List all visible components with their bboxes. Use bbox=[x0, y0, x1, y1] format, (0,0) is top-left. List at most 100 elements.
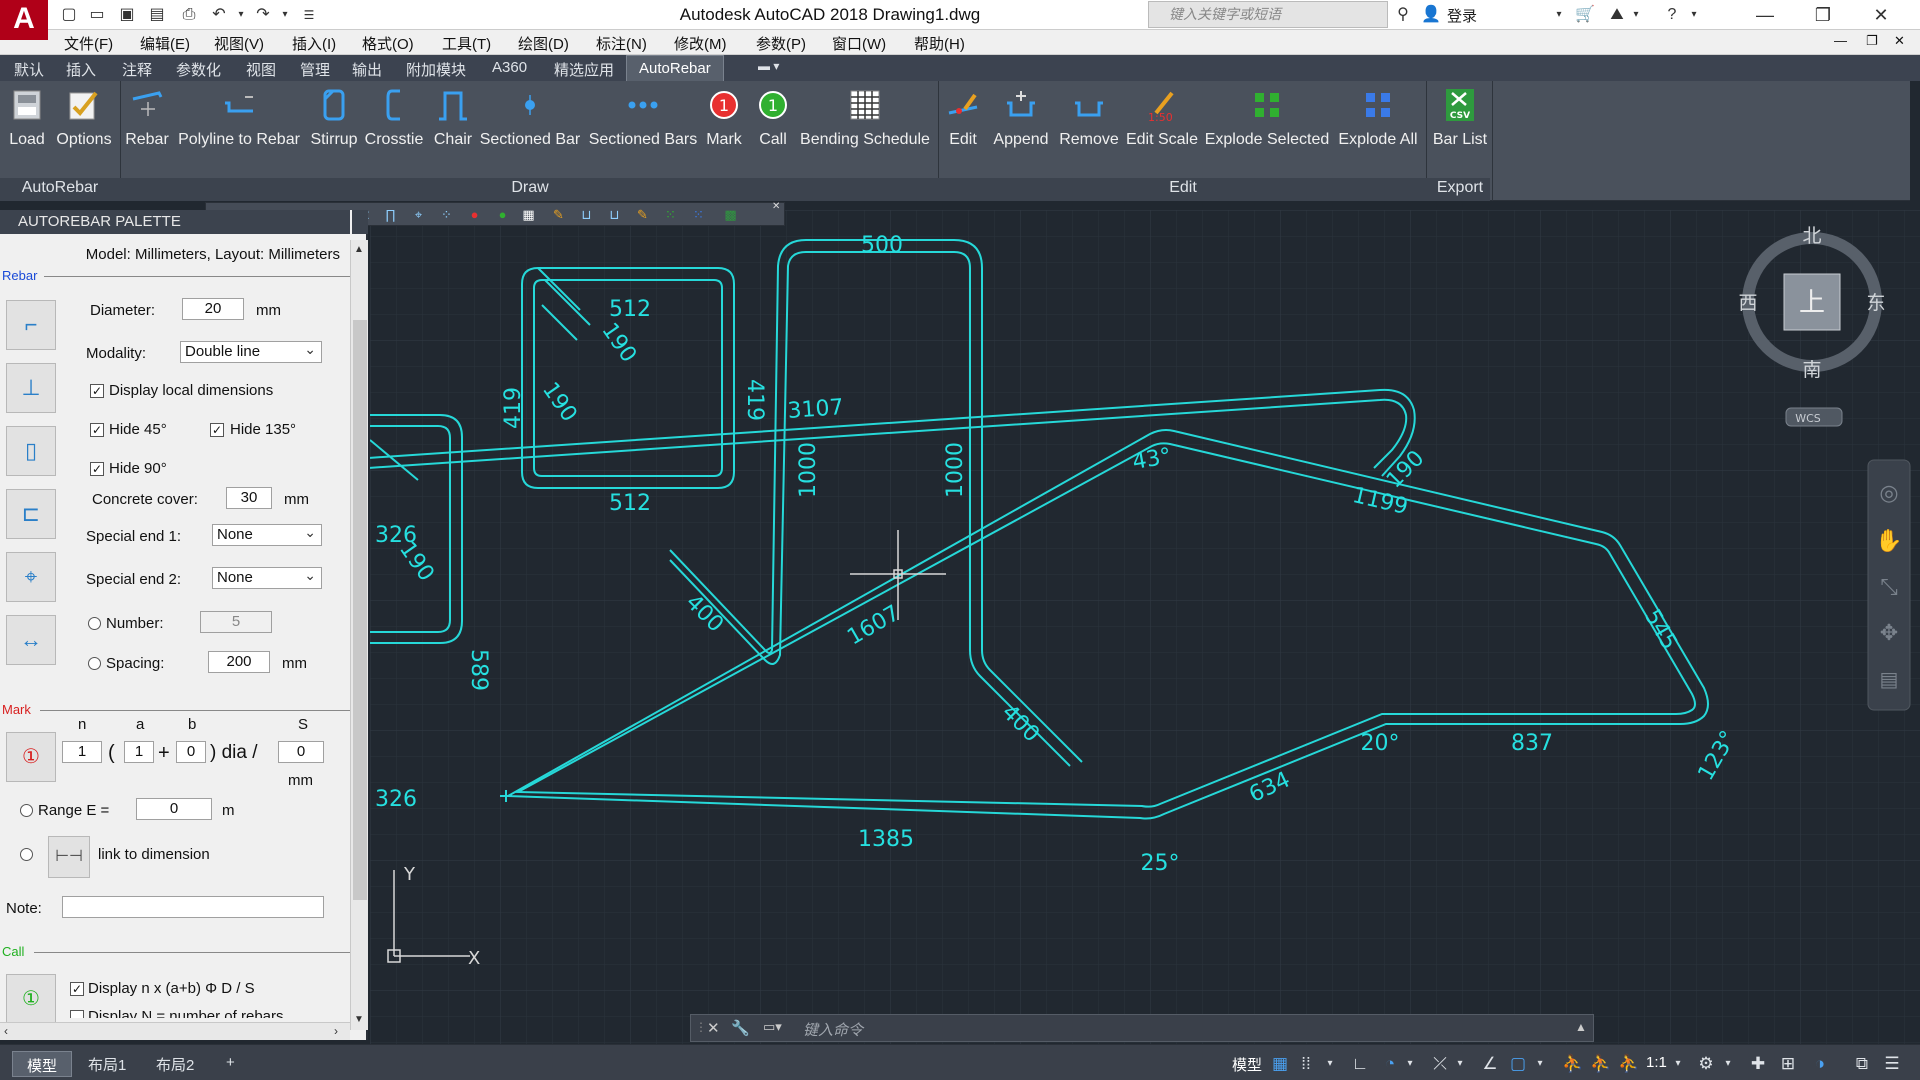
call-display-checkbox[interactable]: ✓ bbox=[70, 982, 84, 996]
explode-all-button[interactable]: Explode All bbox=[1334, 87, 1422, 159]
long-bar-inner[interactable] bbox=[370, 398, 1408, 469]
bar-list-csv-icon[interactable]: ▩ bbox=[724, 207, 737, 222]
menu-window[interactable]: 窗口(W) bbox=[832, 36, 887, 53]
remove-button[interactable]: Remove bbox=[1056, 87, 1122, 159]
customize-qat-icon[interactable]: ☰ bbox=[303, 8, 315, 22]
close-icon[interactable]: ✕ bbox=[1873, 5, 1889, 25]
scroll-right-icon[interactable]: › bbox=[334, 1024, 338, 1038]
tab-default[interactable]: 默认 bbox=[14, 62, 45, 79]
edit-icon[interactable]: ✎ bbox=[553, 207, 564, 222]
compass-east[interactable]: 东 bbox=[1866, 292, 1885, 314]
snap-icon[interactable]: ⁞⁞ bbox=[1301, 1054, 1311, 1073]
search-input[interactable]: 键入关键字或短语 bbox=[1148, 1, 1388, 28]
partial-stirrup[interactable] bbox=[370, 414, 463, 644]
help-icon[interactable]: ? bbox=[1667, 6, 1677, 23]
tab-layout2[interactable]: 布局2 bbox=[156, 1057, 195, 1074]
spacing-radio[interactable] bbox=[88, 657, 101, 670]
a360-dropdown-icon[interactable]: ▾ bbox=[1633, 9, 1639, 20]
palette-mark-button[interactable]: ① bbox=[6, 732, 56, 782]
restore-icon[interactable]: ❐ bbox=[1814, 5, 1832, 25]
range-radio[interactable] bbox=[20, 804, 33, 817]
call-icon[interactable]: ● bbox=[498, 207, 507, 222]
tab-a360[interactable]: A360 bbox=[492, 59, 528, 76]
mark-n-input[interactable]: 1 bbox=[62, 741, 102, 763]
ortho-icon[interactable]: ∟ bbox=[1351, 1054, 1369, 1073]
isodraft-dropdown-icon[interactable]: ▾ bbox=[1457, 1058, 1463, 1069]
explode-selected-icon[interactable]: ⁙ bbox=[665, 207, 676, 222]
compass-north[interactable]: 北 bbox=[1802, 225, 1821, 247]
palette-sectioned-bars-button[interactable]: ↔ bbox=[6, 615, 56, 665]
tab-output[interactable]: 输出 bbox=[352, 62, 383, 79]
modality-select[interactable]: Double line bbox=[180, 339, 322, 363]
mark-icon[interactable]: ● bbox=[470, 207, 479, 222]
scroll-thumb[interactable] bbox=[353, 320, 367, 900]
menu-help[interactable]: 帮助(H) bbox=[914, 36, 965, 53]
mark-button[interactable]: 1 Mark bbox=[700, 87, 748, 159]
mark-b-input[interactable]: 0 bbox=[176, 741, 206, 763]
scale-dropdown-icon[interactable]: ▾ bbox=[1675, 1058, 1681, 1069]
tab-autorebar[interactable]: AutoRebar bbox=[626, 55, 724, 81]
user-icon[interactable]: 👤 bbox=[1421, 6, 1441, 23]
stirrup-outer[interactable] bbox=[521, 267, 735, 489]
annotation-scale-icon[interactable]: ⛹ bbox=[1618, 1054, 1640, 1073]
palette-crosstie-button[interactable]: ⊏ bbox=[6, 489, 56, 539]
u-bar-inner[interactable] bbox=[669, 239, 1083, 763]
bending-schedule-icon[interactable]: ▦ bbox=[522, 207, 535, 222]
object-snap-dropdown-icon[interactable]: ▾ bbox=[1537, 1058, 1543, 1069]
menu-edit[interactable]: 编辑(E) bbox=[140, 36, 190, 53]
menu-modify[interactable]: 修改(M) bbox=[674, 36, 727, 53]
command-input[interactable]: 键入命令 bbox=[803, 1022, 864, 1039]
hide-45-checkbox[interactable]: ✓ bbox=[90, 423, 104, 437]
scroll-left-icon[interactable]: ‹ bbox=[4, 1024, 8, 1038]
doc-minimize-icon[interactable]: — bbox=[1834, 33, 1847, 48]
palette-sectioned-bar-button[interactable]: ⌖ bbox=[6, 552, 56, 602]
toolbar-close-icon[interactable]: ✕ bbox=[772, 201, 781, 212]
palette-rebar-button[interactable]: ⌐ bbox=[6, 300, 56, 350]
snap-dropdown-icon[interactable]: ▾ bbox=[1327, 1058, 1333, 1069]
binoculars-icon[interactable]: ⚲ bbox=[1397, 6, 1409, 23]
undo-icon[interactable]: ↶ bbox=[212, 6, 226, 23]
edit-scale-icon[interactable]: ✎ bbox=[637, 207, 648, 222]
command-prompt-icon[interactable]: ▭▾ bbox=[763, 1019, 782, 1034]
scroll-down-icon[interactable]: ▼ bbox=[354, 1014, 364, 1025]
tab-featured-apps[interactable]: 精选应用 bbox=[554, 62, 615, 79]
zoom-icon[interactable]: ⤡ bbox=[1880, 575, 1898, 600]
options-button[interactable]: Options bbox=[52, 87, 116, 159]
tab-addins[interactable]: 附加模块 bbox=[406, 62, 467, 79]
customize-status-icon[interactable]: ☰ bbox=[1884, 1054, 1900, 1073]
tab-insert[interactable]: 插入 bbox=[66, 62, 97, 79]
login-dropdown-icon[interactable]: ▾ bbox=[1556, 9, 1562, 20]
units-icon[interactable]: ⊞ bbox=[1780, 1054, 1796, 1073]
call-display2-checkbox[interactable] bbox=[70, 1010, 84, 1018]
stirrup-button[interactable]: Stirrup bbox=[306, 87, 362, 159]
sectioned-bars-button[interactable]: Sectioned Bars bbox=[586, 87, 700, 159]
palette-horizontal-scrollbar[interactable]: ‹ › bbox=[0, 1022, 350, 1040]
steering-wheel-icon[interactable]: ◎ bbox=[1879, 481, 1898, 506]
grid-icon[interactable]: ▦ bbox=[1271, 1054, 1289, 1073]
link-dimension-button[interactable]: ⊢⊣ bbox=[48, 836, 90, 878]
clean-screen-icon[interactable]: ⧉ bbox=[1855, 1054, 1869, 1073]
auto-scale-icon[interactable]: ⛹ bbox=[1590, 1054, 1612, 1073]
diameter-input[interactable]: 20 bbox=[182, 298, 244, 320]
autodesk-a360-icon[interactable]: ⛰ bbox=[1610, 6, 1624, 23]
print-icon[interactable]: ⎙ bbox=[182, 6, 196, 23]
long-bar[interactable] bbox=[370, 388, 1416, 477]
menu-insert[interactable]: 插入(I) bbox=[292, 36, 337, 53]
drawing-canvas[interactable]: 500 512 190 419 190 419 512 3107 1000 10… bbox=[370, 210, 1920, 1045]
annotation-monitor-icon[interactable]: ✚ bbox=[1750, 1054, 1766, 1073]
tab-annotate[interactable]: 注释 bbox=[122, 62, 153, 79]
help-dropdown-icon[interactable]: ▾ bbox=[1691, 9, 1697, 20]
edit-button[interactable]: Edit bbox=[940, 87, 986, 159]
menu-draw[interactable]: 绘图(D) bbox=[518, 36, 569, 53]
palette-stirrup-button[interactable]: ▯ bbox=[6, 426, 56, 476]
chair-icon[interactable]: ∏ bbox=[385, 207, 396, 222]
cart-icon[interactable]: 🛒 bbox=[1575, 6, 1595, 23]
sectioned-bars-icon[interactable]: ⁘ bbox=[441, 207, 452, 222]
doc-close-icon[interactable]: ✕ bbox=[1894, 33, 1905, 48]
range-input[interactable]: 0 bbox=[136, 798, 212, 820]
workspace-gear-icon[interactable]: ⚙ bbox=[1698, 1054, 1714, 1073]
wcs-menu[interactable] bbox=[1785, 407, 1843, 427]
command-history-icon[interactable]: ▲ bbox=[1575, 1020, 1587, 1034]
explode-all-icon[interactable]: ⁙ bbox=[693, 207, 704, 222]
add-layout-button[interactable]: + bbox=[226, 1054, 235, 1071]
